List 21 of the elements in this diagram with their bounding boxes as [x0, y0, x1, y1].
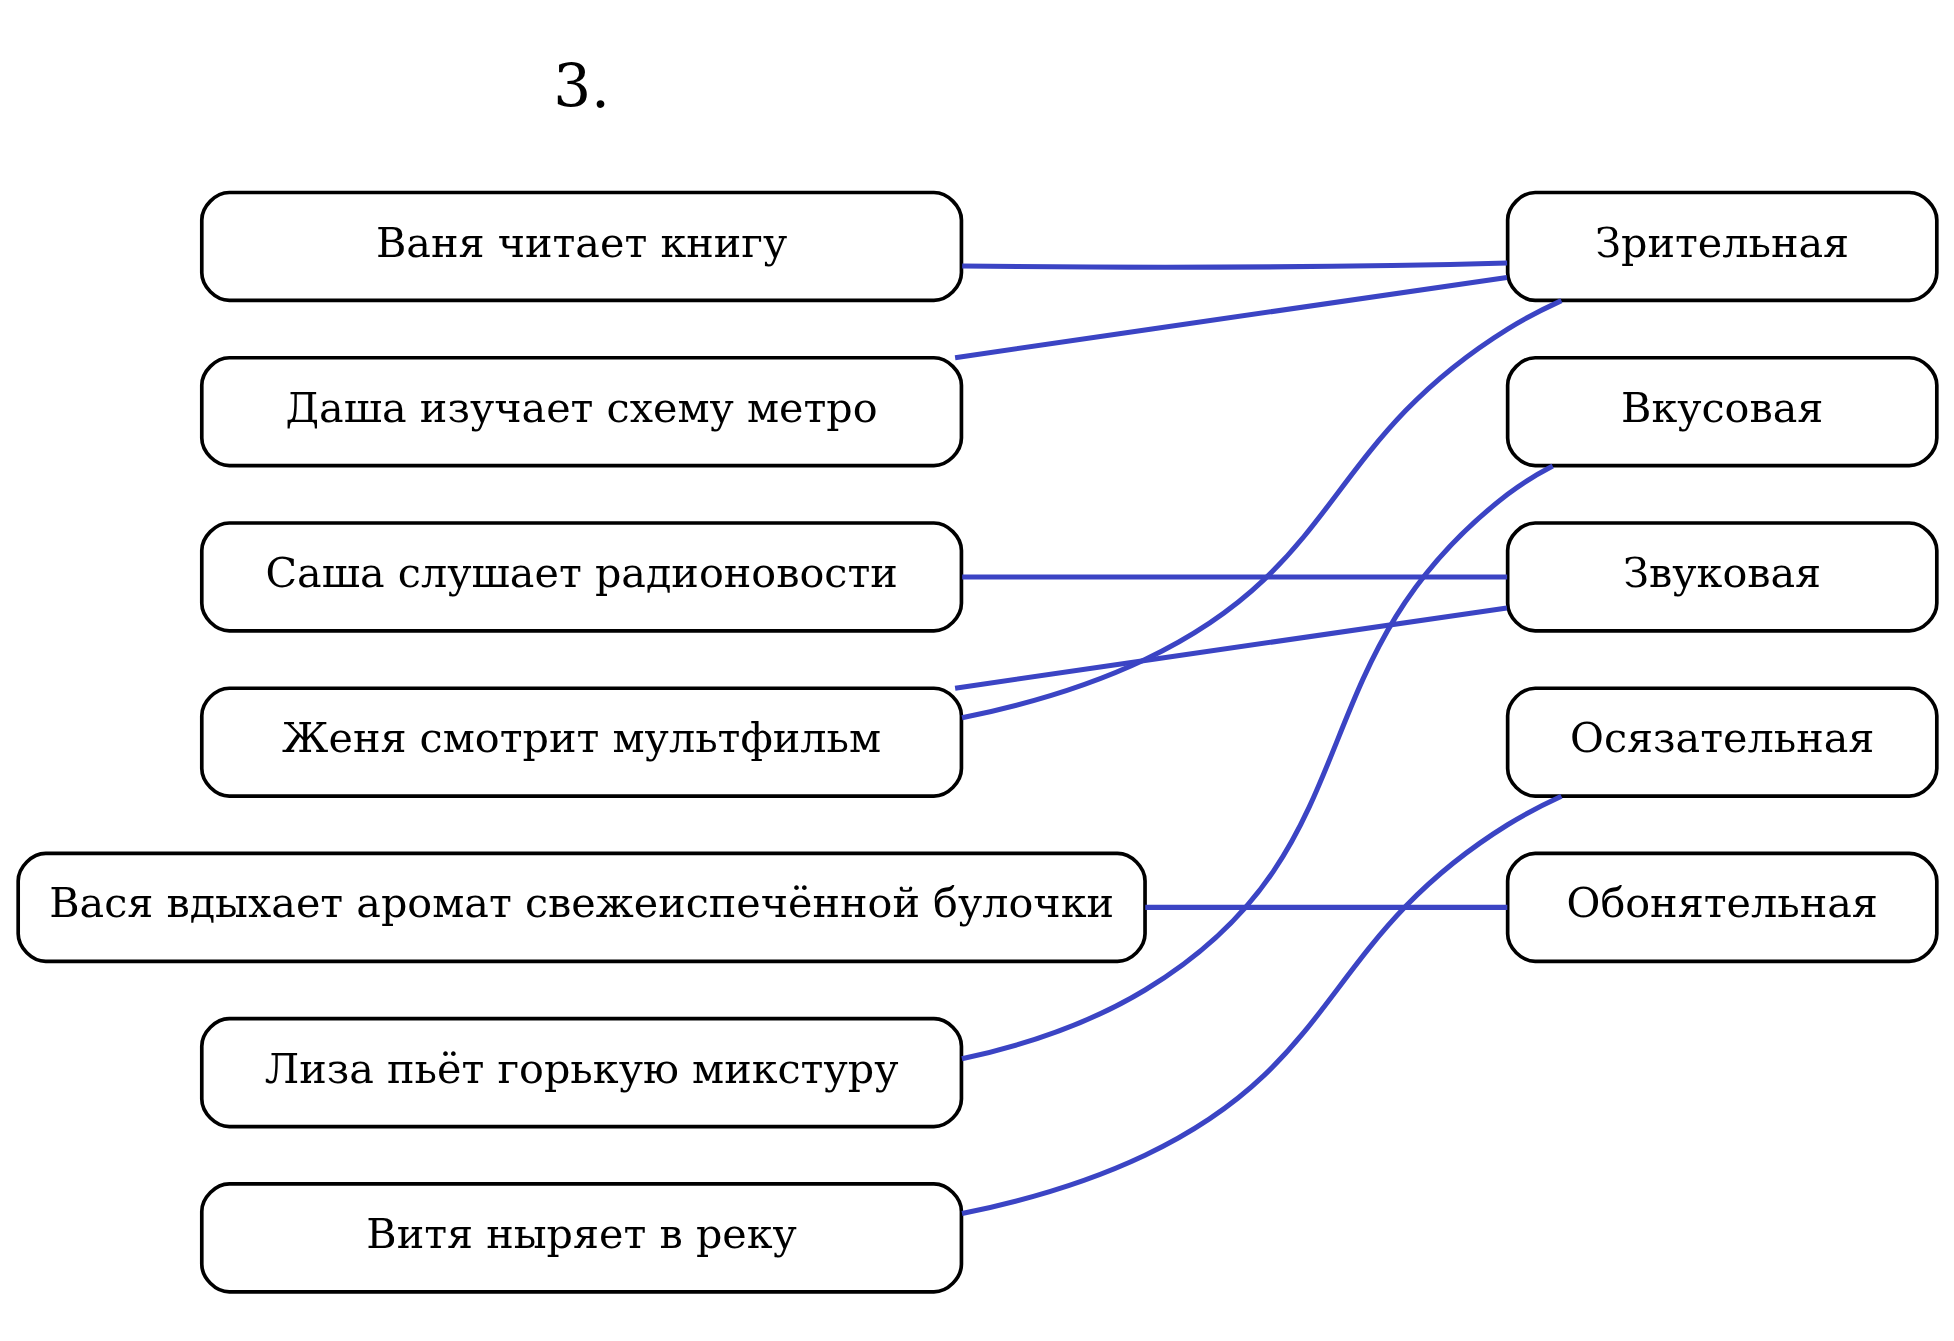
connector — [961, 297, 1562, 720]
node-box: Женя смотрит мультфильм — [199, 685, 963, 798]
node-box: Звуковая — [1505, 520, 1939, 633]
node-box: Лиза пьёт горькую микстуру — [199, 1016, 963, 1128]
connector — [961, 573, 1507, 579]
node-box: Зрительная — [1505, 190, 1939, 302]
connector — [961, 793, 1562, 1216]
node-box: Вася вдыхает аромат свежеиспечённой булочки — [15, 851, 1147, 963]
label: 3. — [552, 51, 610, 121]
node-box: Ваня читает книгу — [199, 190, 963, 302]
node-box: Обонятельная — [1505, 851, 1939, 963]
node-box: Саша слушает радионовости — [199, 520, 963, 633]
node-box: Вкусовая — [1505, 355, 1939, 467]
connector — [1144, 904, 1507, 910]
node-box: Даша изучает схему метро — [199, 355, 963, 467]
connector — [961, 259, 1507, 270]
connector — [954, 604, 1507, 691]
node-box: Витя ныряет в реку — [199, 1181, 963, 1294]
node-box: Осязательная — [1505, 685, 1939, 798]
connector — [954, 274, 1507, 360]
connector — [960, 463, 1554, 1061]
